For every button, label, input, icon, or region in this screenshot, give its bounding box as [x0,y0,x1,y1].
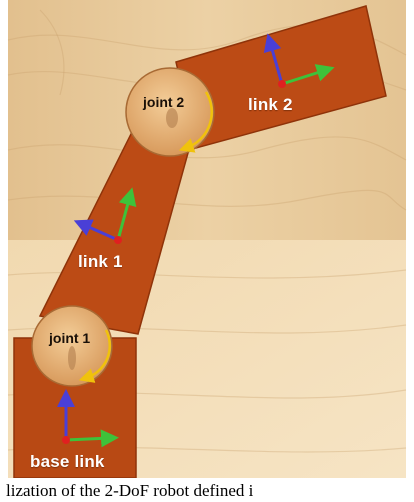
link-1-frame [73,187,137,244]
joint-2-label: joint 2 [143,94,185,110]
joint-1-label: joint 1 [49,330,91,346]
joint-1-rotation-arrow [78,329,111,383]
base-link-label: base link [30,452,105,471]
joint-2 [125,67,215,157]
link-1-label: link 1 [78,252,123,271]
figure-caption: lization of the 2-DoF robot defined i [6,481,254,500]
link-2-label: link 2 [248,95,293,114]
joint-2-rotation-arrow [178,91,213,153]
base-link-frame [57,389,119,448]
robot-arm-scene [7,0,407,478]
joint-1 [31,305,113,387]
link-2-frame [263,33,335,88]
